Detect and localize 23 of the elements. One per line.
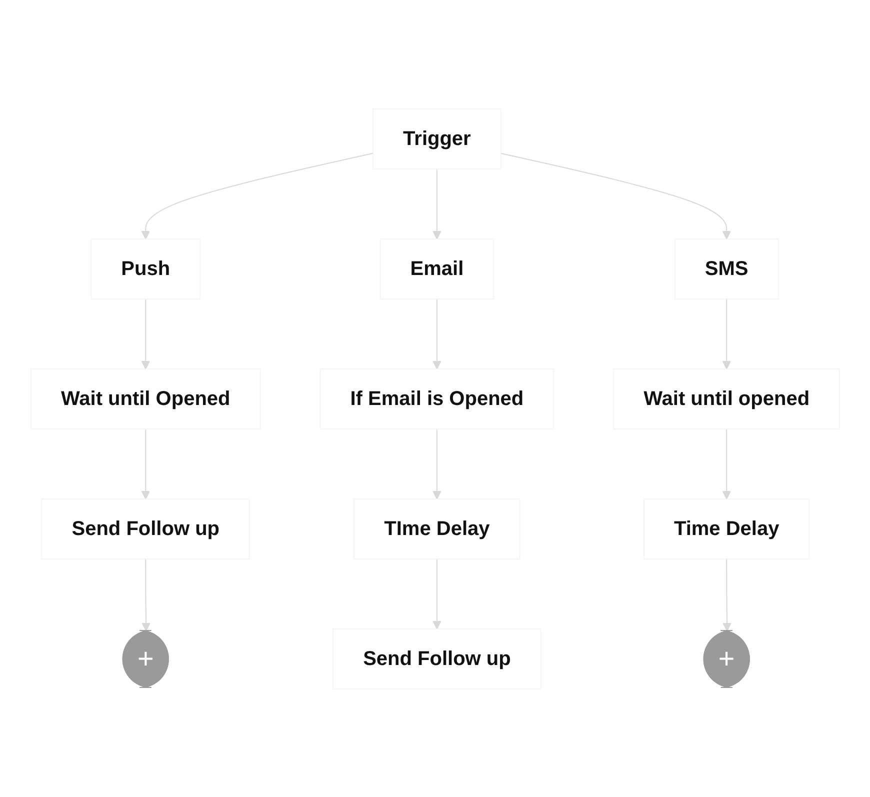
- node-box: If Email is Opened: [319, 368, 554, 429]
- arrow: [722, 558, 732, 631]
- arrow: [432, 298, 442, 369]
- node-box: TIme Delay: [353, 498, 520, 559]
- node-box: Time Delay: [643, 498, 810, 559]
- node-box: Wait until opened: [612, 368, 840, 429]
- node-box: Push: [90, 238, 200, 299]
- node-box: Trigger: [372, 108, 502, 169]
- node-box: Wait until Opened: [30, 368, 260, 429]
- arrow: [140, 152, 374, 239]
- node-box: SMS: [674, 238, 778, 299]
- arrow: [500, 152, 731, 239]
- node-box: Email: [379, 238, 494, 299]
- arrow: [432, 558, 442, 629]
- arrow: [140, 298, 150, 369]
- arrow: [141, 558, 150, 631]
- arrow: [432, 428, 442, 499]
- node-box: Send Follow up: [40, 498, 250, 559]
- node-box: Send Follow up: [332, 628, 542, 689]
- arrow: [140, 428, 150, 499]
- arrow: [722, 298, 731, 369]
- arrow: [722, 428, 731, 499]
- arrow: [432, 168, 442, 239]
